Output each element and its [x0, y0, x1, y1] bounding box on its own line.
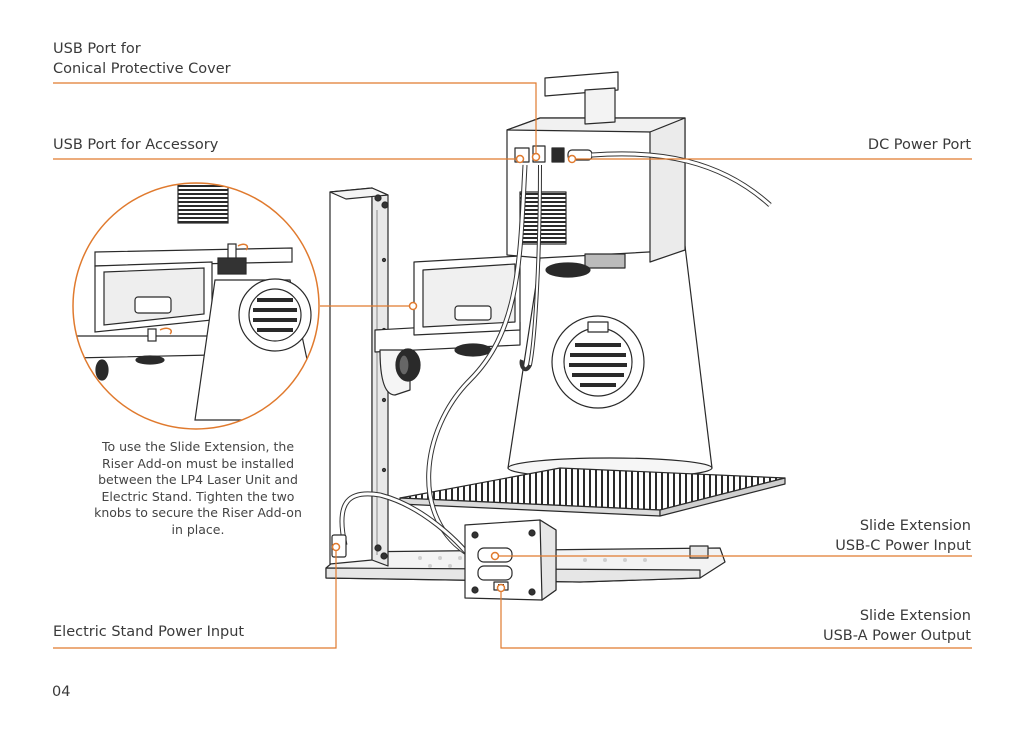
- label-usb-port-conical-cover: USB Port for Conical Protective Cover: [53, 41, 231, 77]
- label-electric-stand-power-input: Electric Stand Power Input: [53, 624, 245, 640]
- leader-stand-power: [53, 548, 337, 649]
- honeycomb-bed: [399, 467, 786, 517]
- leader-lines: [53, 82, 972, 649]
- leader-slide-usba: [500, 590, 972, 649]
- label-slide-extension-usbc-input: Slide Extension USB-C Power Input: [835, 518, 971, 554]
- slide-extension: [464, 519, 557, 601]
- installation-note: To use the Slide Extension, the Riser Ad…: [94, 439, 302, 537]
- laser-unit: [506, 71, 686, 278]
- label-dc-power-port: DC Power Port: [867, 137, 971, 153]
- stand-column: [329, 187, 389, 567]
- label-slide-extension-usba-output: Slide Extension USB-A Power Output: [822, 608, 971, 644]
- page-number: 04: [52, 684, 71, 700]
- riser-add-on: [413, 255, 521, 357]
- leader-usb-conical: [53, 82, 537, 155]
- fan-grille: [551, 315, 645, 409]
- detail-magnifier: [72, 182, 320, 430]
- cables: [339, 151, 772, 572]
- label-usb-port-accessory: USB Port for Accessory: [53, 137, 219, 153]
